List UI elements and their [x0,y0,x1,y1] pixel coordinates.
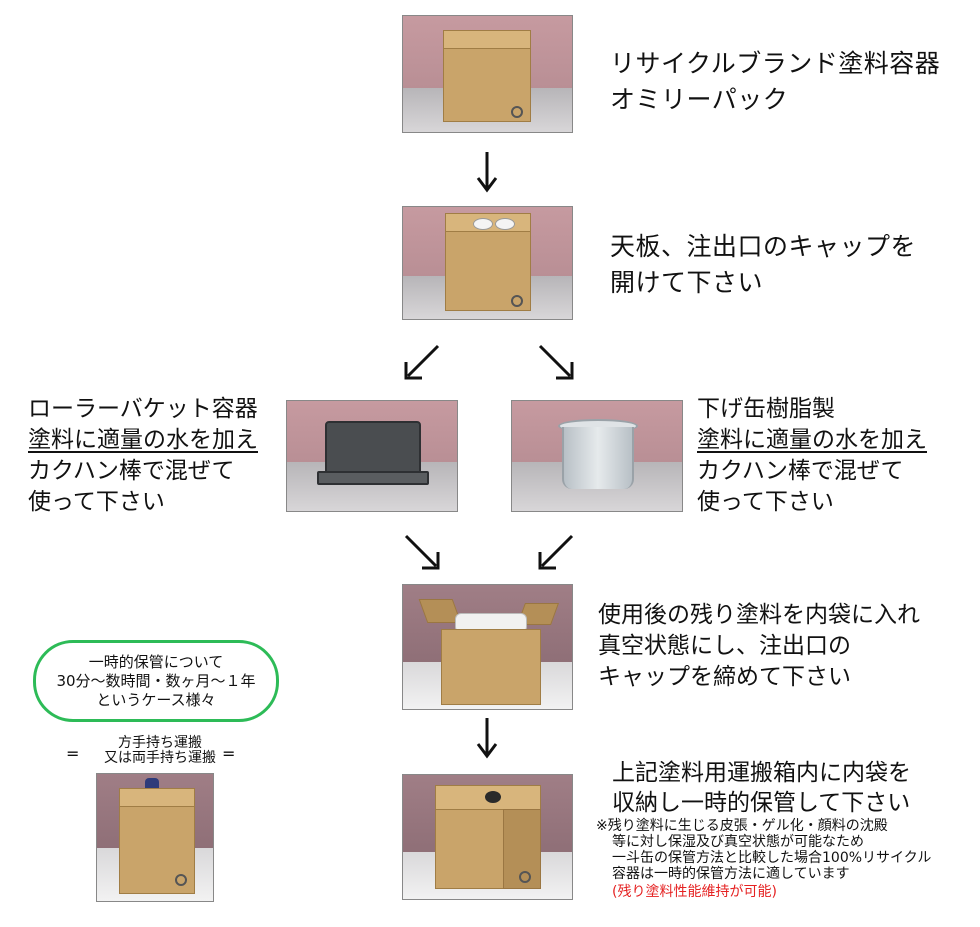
step5-line1: 上記塗料用運搬箱内に内袋を [612,760,911,786]
carry-eq-left: = [66,744,80,763]
step1-title-line1: リサイクルブランド塗料容器 [610,49,941,78]
step2-line1: 天板、注出口のキャップを [610,232,917,261]
photo-box-caps-open [402,206,573,320]
step5-note-red: (残り塗料性能維持が可能) [612,884,777,900]
storage-info-oval: 一時的保管について 30分～数時間・数ヶ月～１年 というケース様々 [33,640,279,722]
carry-eq-right: = [222,744,236,763]
step2-line2: 開けて下さい [610,268,764,297]
step4-line3: キャップを締めて下さい [598,664,851,690]
step5-note-line4: 容器は一時的保管方法に適しています [612,866,850,882]
arrow-down-left-icon [538,534,574,570]
storage-oval-line2: 30分～数時間・数ヶ月～１年 [56,671,256,690]
left-option-line1: ローラーバケット容器 [28,396,258,422]
right-option-line1: 下げ缶樹脂製 [697,396,835,422]
photo-hanging-can [511,400,683,512]
carry-label-line2: 又は両手持ち運搬 [104,750,216,766]
step5-line2: 収納し一時的保管して下さい [612,790,911,816]
storage-oval-line3: というケース様々 [96,690,216,709]
arrow-down-icon [476,718,498,759]
arrow-down-icon [476,152,498,193]
right-option-line4: 使って下さい [697,489,834,515]
step4-line1: 使用後の残り塗料を内袋に入れ [598,602,920,628]
left-option-line4: 使って下さい [28,489,165,515]
photo-box-storage [402,774,573,900]
storage-oval-line1: 一時的保管について [88,652,224,671]
step5-note-line3: 一斗缶の保管方法と比較した場合100%リサイクル [612,850,932,866]
photo-box-closed [402,15,573,133]
left-option-line2: 塗料に適量の水を加え [28,427,258,453]
photo-box-carry [96,773,214,902]
right-option-line2: 塗料に適量の水を加え [697,427,927,453]
right-option-line3: カクハン棒で混ぜて [697,458,904,484]
carry-label-line1: 方手持ち運搬 [118,735,202,751]
arrow-down-right-icon [538,344,574,380]
step4-line2: 真空状態にし、注出口の [598,633,851,659]
step5-note-line2: 等に対し保湿及び真空状態が可能なため [612,834,864,850]
arrow-down-left-icon [404,344,440,380]
left-option-line3: カクハン棒で混ぜて [28,458,235,484]
photo-box-open-bag [402,584,573,710]
arrow-down-right-icon [404,534,440,570]
photo-roller-bucket [286,400,458,512]
step5-note-line1: ※残り塗料に生じる皮張・ゲル化・顔料の沈殿 [596,818,888,834]
step1-title-line2: オミリーパック [610,85,789,114]
